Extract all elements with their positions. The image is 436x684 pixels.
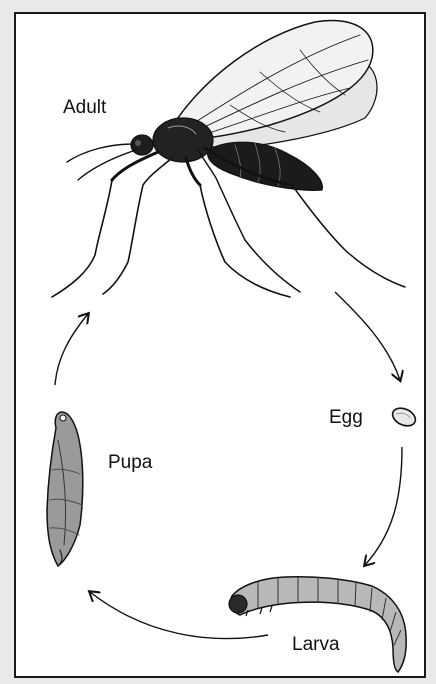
arrow-adult-to-egg bbox=[335, 292, 400, 380]
thorax bbox=[153, 118, 213, 162]
abdomen bbox=[207, 142, 322, 190]
larva-illustration bbox=[229, 577, 406, 672]
stage-label-egg: Egg bbox=[329, 407, 363, 429]
egg-illustration bbox=[390, 405, 419, 430]
antenna-right bbox=[78, 150, 136, 180]
stage-label-adult: Adult bbox=[63, 97, 106, 119]
arrow-egg-to-larva bbox=[365, 447, 402, 565]
arrow-pupa-to-adult bbox=[55, 314, 88, 385]
adult-gnat-illustration bbox=[52, 21, 405, 298]
stage-label-larva: Larva bbox=[292, 634, 340, 656]
stage-label-pupa: Pupa bbox=[108, 452, 152, 474]
antenna-left bbox=[67, 144, 134, 162]
head bbox=[131, 135, 153, 155]
leg-1 bbox=[52, 152, 158, 297]
pupa-illustration bbox=[47, 412, 83, 566]
